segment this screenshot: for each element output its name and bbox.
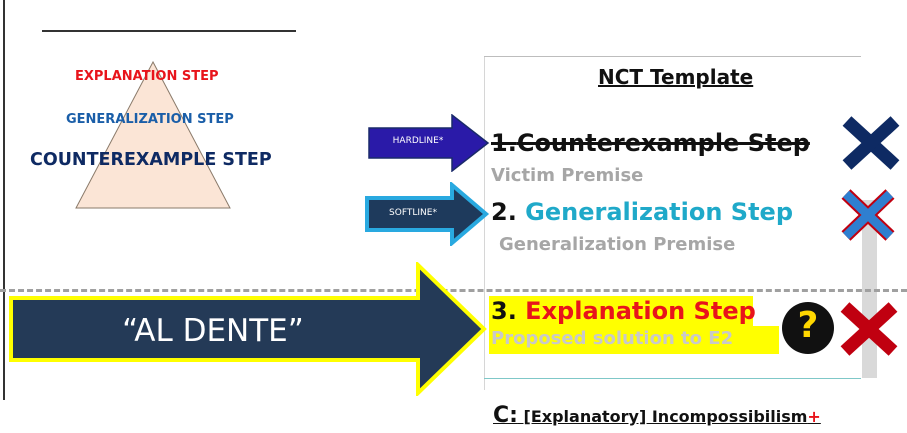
step-2-number: 2.	[491, 198, 526, 226]
conclusion-prefix: C:	[493, 403, 518, 428]
pyramid-middle-label: GENERALIZATION STEP	[66, 112, 234, 127]
softline-arrow-icon	[365, 182, 490, 246]
x-mark-icon	[842, 116, 900, 170]
left-divider	[3, 0, 5, 400]
conclusion: C: [Explanatory] Incompossibilism+	[493, 403, 821, 428]
pyramid-top-label: EXPLANATION STEP	[75, 69, 219, 84]
al-dente-label: “AL DENTE”	[122, 313, 304, 349]
step-3-premise: Proposed solution to E2	[491, 328, 734, 349]
softline-label: SOFTLINE*	[389, 208, 437, 218]
template-bottom-rule	[484, 378, 861, 379]
hardline-label: HARDLINE*	[392, 136, 444, 146]
step-3-premise-highlight	[489, 326, 779, 354]
dashed-separator	[0, 289, 907, 292]
step-3-highlight	[489, 296, 753, 326]
step-2-label: Generalization Step	[525, 198, 794, 226]
step-3-number: 3.	[491, 297, 526, 325]
conclusion-plus: +	[807, 407, 821, 426]
step-1-label: Counterexample Step	[516, 129, 810, 157]
step-2-premise: Generalization Premise	[499, 234, 736, 255]
x-mark-icon	[841, 189, 895, 241]
pyramid-bottom-label: COUNTEREXAMPLE STEP	[30, 150, 272, 170]
top-rule	[42, 30, 296, 32]
conclusion-text: [Explanatory] Incompossibilism	[517, 407, 808, 426]
x-mark-icon	[840, 302, 898, 356]
al-dente-arrow-icon	[9, 262, 487, 396]
template-left-rule	[484, 57, 485, 390]
step-2-heading: 2. Generalization Step	[491, 198, 793, 226]
template-top-rule	[484, 56, 861, 57]
step-1-number: 1.	[491, 129, 517, 157]
question-mark: ?	[797, 305, 819, 346]
step-3-label: Explanation Step	[525, 297, 756, 325]
step-1-heading: 1.Counterexample Step	[491, 129, 810, 157]
question-circle-icon	[782, 302, 834, 354]
hardline-arrow-icon	[368, 114, 490, 172]
step-1-premise: Victim Premise	[491, 165, 644, 186]
template-title: NCT Template	[598, 65, 754, 89]
step-3-heading: 3. Explanation Step	[491, 297, 756, 325]
pyramid-triangle	[75, 60, 231, 209]
